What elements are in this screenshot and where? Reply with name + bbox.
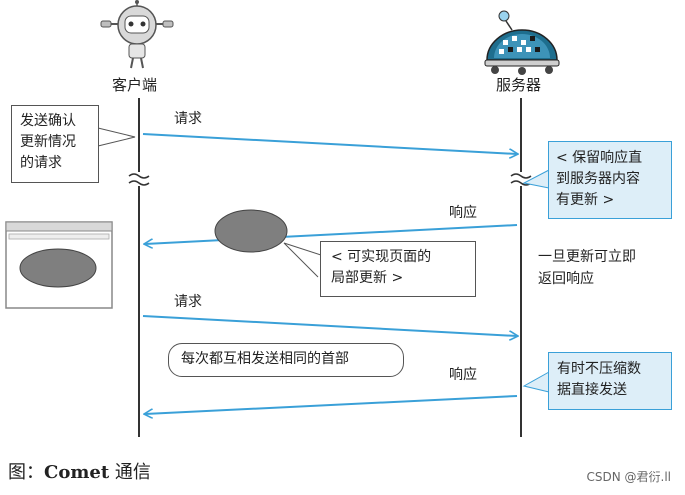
note-line: 到服务器内容 <box>556 171 640 187</box>
request-arrow-1 <box>142 133 517 154</box>
note-line: 的请求 <box>20 155 62 171</box>
caption-name: Comet <box>44 462 110 483</box>
note-line: < 保留响应直 <box>556 150 643 166</box>
note-line: < 可实现页面的 <box>331 249 432 265</box>
request-label-2: 请求 <box>174 294 202 310</box>
client-robot-icon <box>100 0 174 69</box>
note-line: 发送确认 <box>20 113 76 129</box>
data-ellipse <box>214 209 288 253</box>
response-label-1: 响应 <box>449 205 477 221</box>
partial-update-note: < 可实现页面的 局部更新 > <box>320 241 476 297</box>
note-line: 一旦更新可立即 <box>538 249 636 265</box>
note-line: 更新情况 <box>20 134 76 150</box>
request-arrow-2 <box>142 315 517 336</box>
note-line: 返回响应 <box>538 271 594 287</box>
comet-diagram: 客户端 服务器 请求 响应 请求 响应 发送确认 更新情况 的请求 < 保留响应… <box>5 0 672 437</box>
note-line: 有更新 > <box>556 192 615 208</box>
request-label-1: 请求 <box>174 111 202 127</box>
figure-caption: 图：Comet 通信 <box>8 462 151 484</box>
note-line: 有时不压缩数 <box>557 361 641 377</box>
same-header-note: 每次都互相发送相同的首部 <box>168 343 404 377</box>
partial-note-tail <box>283 242 325 278</box>
client-confirm-note: 发送确认 更新情况 的请求 <box>11 105 99 183</box>
immediate-return-note: 一旦更新可立即 返回响应 <box>538 246 636 290</box>
response-arrow-2 <box>145 395 518 414</box>
diagram-graphics <box>5 0 560 437</box>
response-arrow-1 <box>145 224 518 244</box>
client-label: 客户端 <box>112 76 158 94</box>
response-label-2: 响应 <box>449 367 477 383</box>
watermark: CSDN @君衍.ll <box>586 470 671 484</box>
client-break-mark <box>128 172 150 186</box>
caption-suffix: 通信 <box>109 462 151 483</box>
server-label: 服务器 <box>496 76 542 94</box>
server-hold-note: < 保留响应直 到服务器内容 有更新 > <box>548 141 672 219</box>
server-note-tail <box>522 169 550 189</box>
note-line: 局部更新 > <box>331 270 404 286</box>
note-line: 每次都互相发送相同的首部 <box>181 351 349 367</box>
caption-prefix: 图： <box>8 462 44 483</box>
note-line: 据直接发送 <box>557 382 627 398</box>
no-compress-note: 有时不压缩数 据直接发送 <box>548 352 672 410</box>
client-note-tail <box>97 127 136 147</box>
server-robot-icon <box>484 10 560 75</box>
browser-window-icon <box>5 221 113 309</box>
compress-note-tail <box>522 371 550 393</box>
